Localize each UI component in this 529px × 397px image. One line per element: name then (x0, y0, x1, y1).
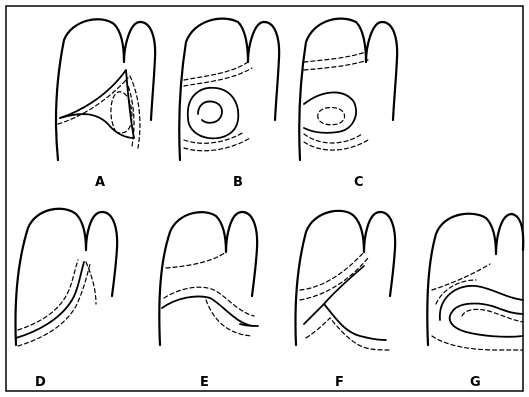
lesion-outline (304, 92, 356, 132)
panel-a: A (56, 19, 155, 190)
tooth-outline (299, 19, 397, 160)
margin-line (206, 300, 252, 336)
panel-label: F (335, 375, 344, 390)
lesion-outer (188, 88, 238, 139)
panel-f: F (295, 211, 395, 390)
panel-label: E (200, 375, 209, 390)
panel-label: A (95, 175, 105, 190)
margin-line (304, 134, 362, 143)
lesion-boundary (304, 304, 386, 340)
tooth-outline (295, 211, 395, 345)
margin-line (306, 318, 392, 350)
tooth-outline (56, 19, 155, 160)
inner-oval (462, 309, 523, 322)
panel-label: D (35, 375, 46, 390)
tooth-outline (427, 214, 523, 345)
lesion-outer (440, 286, 523, 320)
panel-d: D (16, 209, 118, 390)
margin-line (184, 138, 250, 151)
lesion-lower-edge (60, 114, 134, 138)
margin-line (86, 262, 96, 304)
panel-g: G (427, 214, 523, 390)
lesion-core (198, 102, 222, 123)
margin-line (432, 336, 523, 350)
margin-line (184, 68, 252, 86)
margin-line (436, 280, 476, 304)
panel-label: B (233, 175, 243, 190)
panel-c: C (299, 19, 397, 190)
margin-line (18, 260, 78, 330)
panel-label: G (470, 375, 481, 390)
panel-label: C (354, 175, 364, 190)
margin-line (304, 140, 368, 150)
inner-oval (318, 107, 345, 124)
lesion-boundary (60, 70, 134, 138)
margin-line (300, 252, 364, 290)
margin-line (164, 287, 254, 316)
margin-line (166, 252, 226, 268)
lesion-boundary (162, 296, 252, 326)
margin-line (184, 62, 248, 80)
margin-line (304, 52, 366, 62)
panel-e: E (159, 212, 258, 390)
lesion-inner (450, 304, 523, 337)
panel-b: B (179, 19, 279, 190)
figure-frame (6, 6, 523, 391)
lesion-boundary (324, 266, 364, 304)
